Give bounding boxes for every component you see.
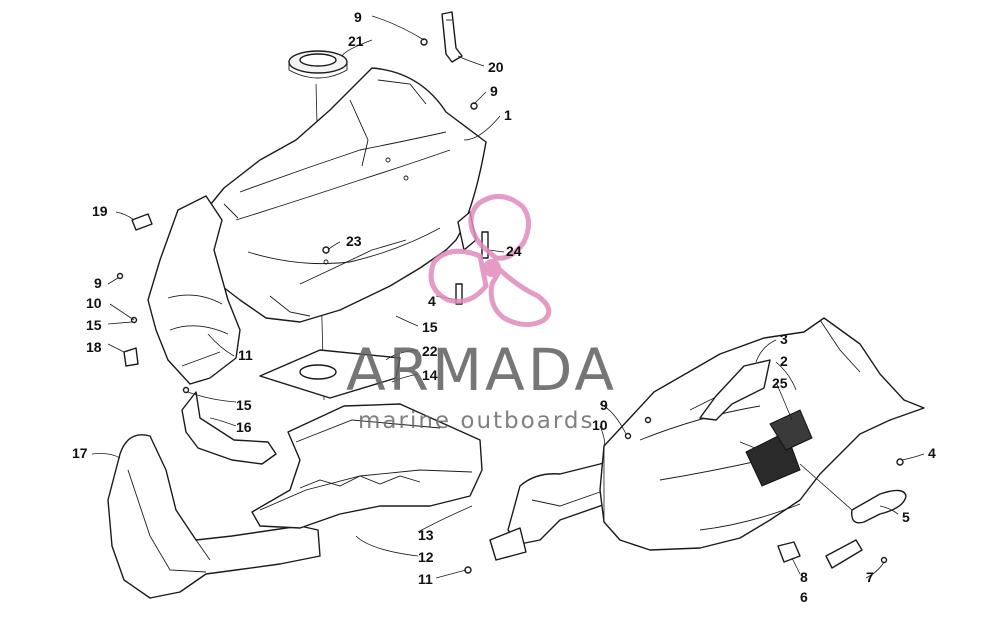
callout-10-right: 10 [592, 417, 608, 433]
callout-17: 17 [72, 445, 88, 461]
propeller-blade-left [428, 248, 489, 304]
callout-19: 19 [92, 203, 108, 219]
callout-6: 6 [800, 589, 808, 605]
callout-25: 25 [772, 375, 788, 391]
callout-11-left: 11 [238, 347, 253, 363]
front-bumper-part [107, 434, 321, 599]
callout-9-upper-right: 9 [490, 83, 498, 99]
armada-watermark: ARMADA marine outboards [346, 194, 617, 434]
callout-21: 21 [348, 33, 364, 49]
decal-part [745, 409, 813, 487]
left-fender-part [147, 195, 241, 385]
callout-11-lower: 11 [418, 571, 433, 587]
callout-7: 7 [866, 569, 874, 585]
callout-13: 13 [418, 527, 434, 543]
brand-name: ARMADA [346, 336, 617, 404]
callout-4-center: 4 [428, 293, 436, 309]
callout-2: 2 [780, 353, 788, 369]
hardware-pieces [116, 38, 489, 394]
bracket-part [441, 11, 463, 63]
callout-14: 14 [422, 367, 438, 383]
belly-pan-part [251, 403, 483, 529]
callout-9-right: 9 [600, 397, 608, 413]
callout-4-right: 4 [928, 445, 936, 461]
propeller-blade-top [468, 194, 531, 261]
callout-5: 5 [902, 509, 910, 525]
propeller-blade-right [488, 266, 552, 327]
main-hood-part [599, 317, 925, 551]
callout-16: 16 [236, 419, 252, 435]
callout-22: 22 [422, 343, 438, 359]
callout-24: 24 [506, 243, 522, 259]
callout-1: 1 [504, 107, 512, 123]
callout-15-lower: 15 [236, 397, 252, 413]
side-panel-part [699, 359, 771, 421]
flat-plate-part [259, 349, 401, 399]
small-bracket-part [181, 391, 277, 465]
callout-12: 12 [418, 549, 434, 565]
callout-numbers: 9 21 20 9 1 19 23 24 9 10 4 15 15 18 11 … [72, 9, 936, 605]
small-cap-part [777, 541, 801, 563]
seal-ring-part [288, 50, 348, 79]
callout-23: 23 [346, 233, 362, 249]
callout-20: 20 [488, 59, 504, 75]
handle-part [851, 489, 907, 524]
callout-10-left: 10 [86, 295, 102, 311]
propeller-logo [428, 194, 552, 327]
propeller-hub [483, 259, 501, 277]
callout-9-left: 9 [94, 275, 102, 291]
brand-tagline: marine outboards [358, 408, 594, 434]
callout-3: 3 [780, 331, 788, 347]
callout-15-center: 15 [422, 319, 438, 335]
callout-8: 8 [800, 569, 808, 585]
callout-18: 18 [86, 339, 102, 355]
mounting-plate-part [825, 539, 863, 569]
callout-15-left: 15 [86, 317, 102, 333]
callout-9-top: 9 [354, 9, 362, 25]
